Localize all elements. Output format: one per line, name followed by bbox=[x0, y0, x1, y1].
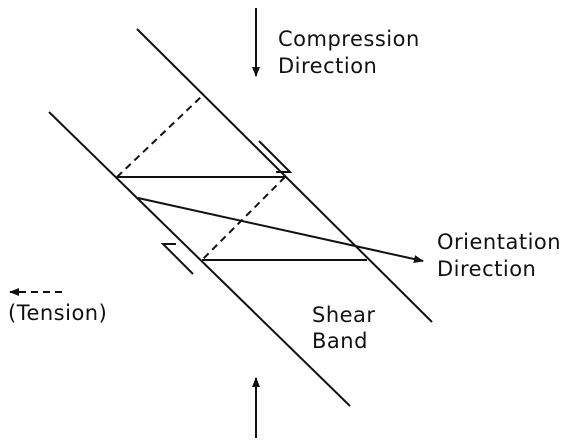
shear-sense-arrow-upper bbox=[258, 140, 293, 173]
shear-sense-arrow-lower bbox=[160, 243, 194, 275]
dashed-line-left bbox=[116, 95, 203, 178]
band-boundary-lower bbox=[48, 111, 351, 407]
tension-label: (Tension) bbox=[8, 301, 108, 325]
dashed-line-right bbox=[201, 176, 286, 261]
orientation-arrow bbox=[137, 197, 424, 263]
shear-band-label-line2: Band bbox=[312, 329, 368, 353]
orientation-label-line2: Direction bbox=[437, 257, 537, 281]
shear-band-label-line1: Shear bbox=[312, 303, 376, 327]
compression-label-line2: Direction bbox=[278, 54, 378, 78]
orientation-label-line1: Orientation bbox=[437, 230, 562, 254]
band-boundary-upper bbox=[136, 28, 433, 323]
compression-label-line1: Compression bbox=[278, 27, 420, 51]
